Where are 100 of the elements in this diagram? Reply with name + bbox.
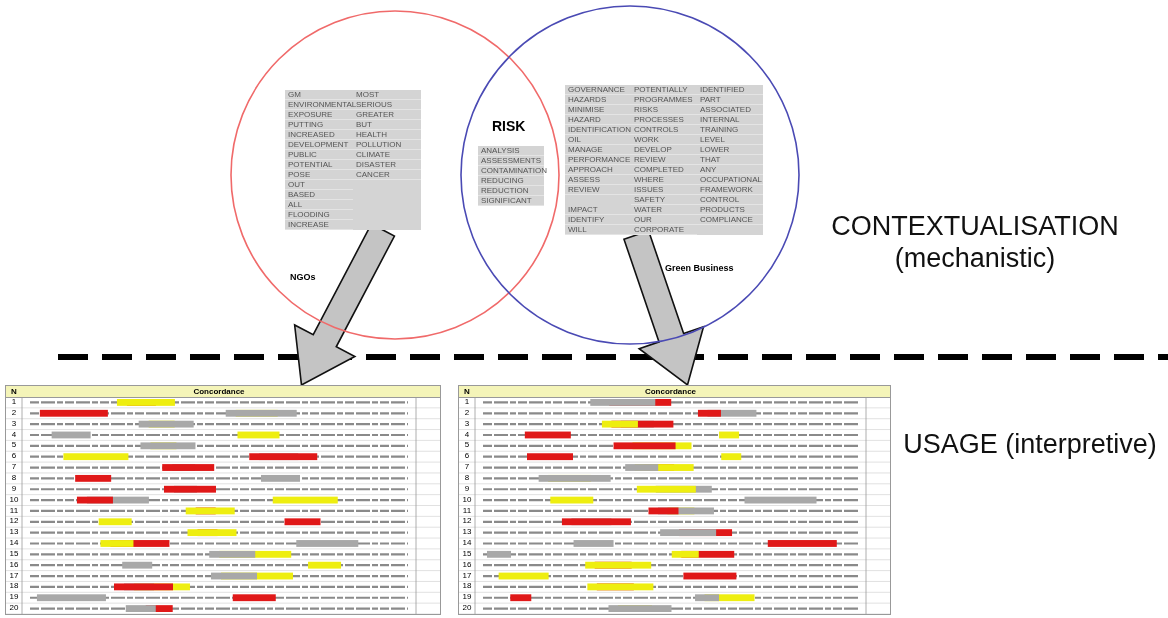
row-number: 1 xyxy=(463,397,471,408)
keyword: MINIMISE xyxy=(565,105,631,115)
column-header: N xyxy=(10,386,18,397)
keyword: CONTROLS xyxy=(631,125,697,135)
keyword: SIGNIFICANT xyxy=(478,196,544,206)
keyword: REVIEW xyxy=(631,155,697,165)
keyword: DEVELOPMENT xyxy=(285,140,353,150)
keyword: CANCER xyxy=(353,170,421,180)
row-number: 2 xyxy=(10,407,18,419)
keyword: IDENTIFIED xyxy=(697,85,763,95)
keyword: TRAINING xyxy=(697,125,763,135)
keyword: MOST xyxy=(353,90,421,100)
risk-heading: RISK xyxy=(492,118,526,134)
word-list-panel xyxy=(565,85,763,235)
row-number: 18 xyxy=(8,581,20,593)
keyword: POTENTIALLY xyxy=(631,85,697,95)
keyword: OUR xyxy=(631,215,697,225)
keyword: OIL xyxy=(565,135,631,145)
row-number: 18 xyxy=(461,581,473,593)
keyword: ANY xyxy=(697,165,763,175)
row-number: 10 xyxy=(8,494,20,506)
keyword: GM xyxy=(285,90,353,100)
keyword: REVIEW xyxy=(565,185,631,195)
row-number: 15 xyxy=(8,548,20,560)
row-number: 8 xyxy=(10,472,18,484)
row-number: 4 xyxy=(463,429,471,441)
keyword: INCREASED xyxy=(285,130,353,140)
keyword: GOVERNANCE xyxy=(565,85,631,95)
keyword: INCREASE xyxy=(285,220,353,230)
venn-circle xyxy=(460,5,800,345)
keyword: GREATER xyxy=(353,110,421,120)
keyword: ALL xyxy=(285,200,353,210)
keyword: APPROACH xyxy=(565,165,631,175)
keyword: FRAMEWORK xyxy=(697,185,763,195)
keyword: HEALTH xyxy=(353,130,421,140)
row-number: 1 xyxy=(10,397,18,408)
keyword: IDENTIFY xyxy=(565,215,631,225)
row-number: 9 xyxy=(10,483,18,495)
row-number: 16 xyxy=(461,559,473,571)
section-label: CONTEXTUALISATION (mechanistic) xyxy=(830,210,1120,274)
row-number: 12 xyxy=(8,516,20,528)
keyword: WORK xyxy=(631,135,697,145)
group-label: NGOs xyxy=(290,272,316,282)
keyword: COMPLETED xyxy=(631,165,697,175)
row-number: 3 xyxy=(463,418,471,430)
row-number: 8 xyxy=(463,472,471,484)
row-number: 19 xyxy=(8,592,20,604)
keyword: ISSUES xyxy=(631,185,697,195)
keyword: PRODUCTS xyxy=(697,205,763,215)
keyword: ASSESS xyxy=(565,175,631,185)
row-number: 4 xyxy=(10,429,18,441)
row-number: 6 xyxy=(10,451,18,463)
keyword: COMPLIANCE xyxy=(697,215,763,225)
keyword: PERFORMANCE xyxy=(565,155,631,165)
keyword: HAZARDS xyxy=(565,95,631,105)
keyword: PROGRAMMES xyxy=(631,95,697,105)
row-number: 13 xyxy=(461,527,473,539)
row-number: 5 xyxy=(10,440,18,452)
row-number: 17 xyxy=(461,570,473,582)
keyword: POSE xyxy=(285,170,353,180)
keyword: CONTROL xyxy=(697,195,763,205)
keyword: IDENTIFICATION xyxy=(565,125,631,135)
row-number: 11 xyxy=(8,505,20,517)
keyword: MANAGE xyxy=(565,145,631,155)
keyword: EXPOSURE xyxy=(285,110,353,120)
row-number: 14 xyxy=(461,538,473,549)
row-number: 7 xyxy=(463,462,471,473)
keyword: DEVELOP xyxy=(631,145,697,155)
row-number: 20 xyxy=(8,603,20,614)
keyword: OUT xyxy=(285,180,353,190)
row-number: 16 xyxy=(8,559,20,571)
row-number: 10 xyxy=(461,494,473,506)
keyword: DISASTER xyxy=(353,160,421,170)
keyword: HAZARD xyxy=(565,115,631,125)
row-number: 3 xyxy=(10,418,18,430)
keyword: OCCUPATIONAL xyxy=(697,175,763,185)
keyword: WATER xyxy=(631,205,697,215)
keyword: PUBLIC xyxy=(285,150,353,160)
section-label: USAGE (interpretive) xyxy=(902,428,1158,460)
row-number: 7 xyxy=(10,462,18,473)
row-number: 12 xyxy=(461,516,473,528)
keyword: FLOODING xyxy=(285,210,353,220)
row-number: 17 xyxy=(8,570,20,582)
group-label: Green Business xyxy=(665,263,734,273)
keyword: LOWER xyxy=(697,145,763,155)
keyword: WILL xyxy=(565,225,631,235)
row-number: 13 xyxy=(8,527,20,539)
word-list-panel xyxy=(285,90,421,230)
keyword: SAFETY xyxy=(631,195,697,205)
row-number: 14 xyxy=(8,538,20,549)
keyword: BASED xyxy=(285,190,353,200)
keyword: INTERNAL xyxy=(697,115,763,125)
row-number: 19 xyxy=(461,592,473,604)
row-number: 15 xyxy=(461,548,473,560)
column-header: Concordance xyxy=(643,386,698,397)
keyword: POLLUTION xyxy=(353,140,421,150)
keyword: PART xyxy=(697,95,763,105)
row-number: 20 xyxy=(461,603,473,614)
keyword: WHERE xyxy=(631,175,697,185)
row-number: 6 xyxy=(463,451,471,463)
